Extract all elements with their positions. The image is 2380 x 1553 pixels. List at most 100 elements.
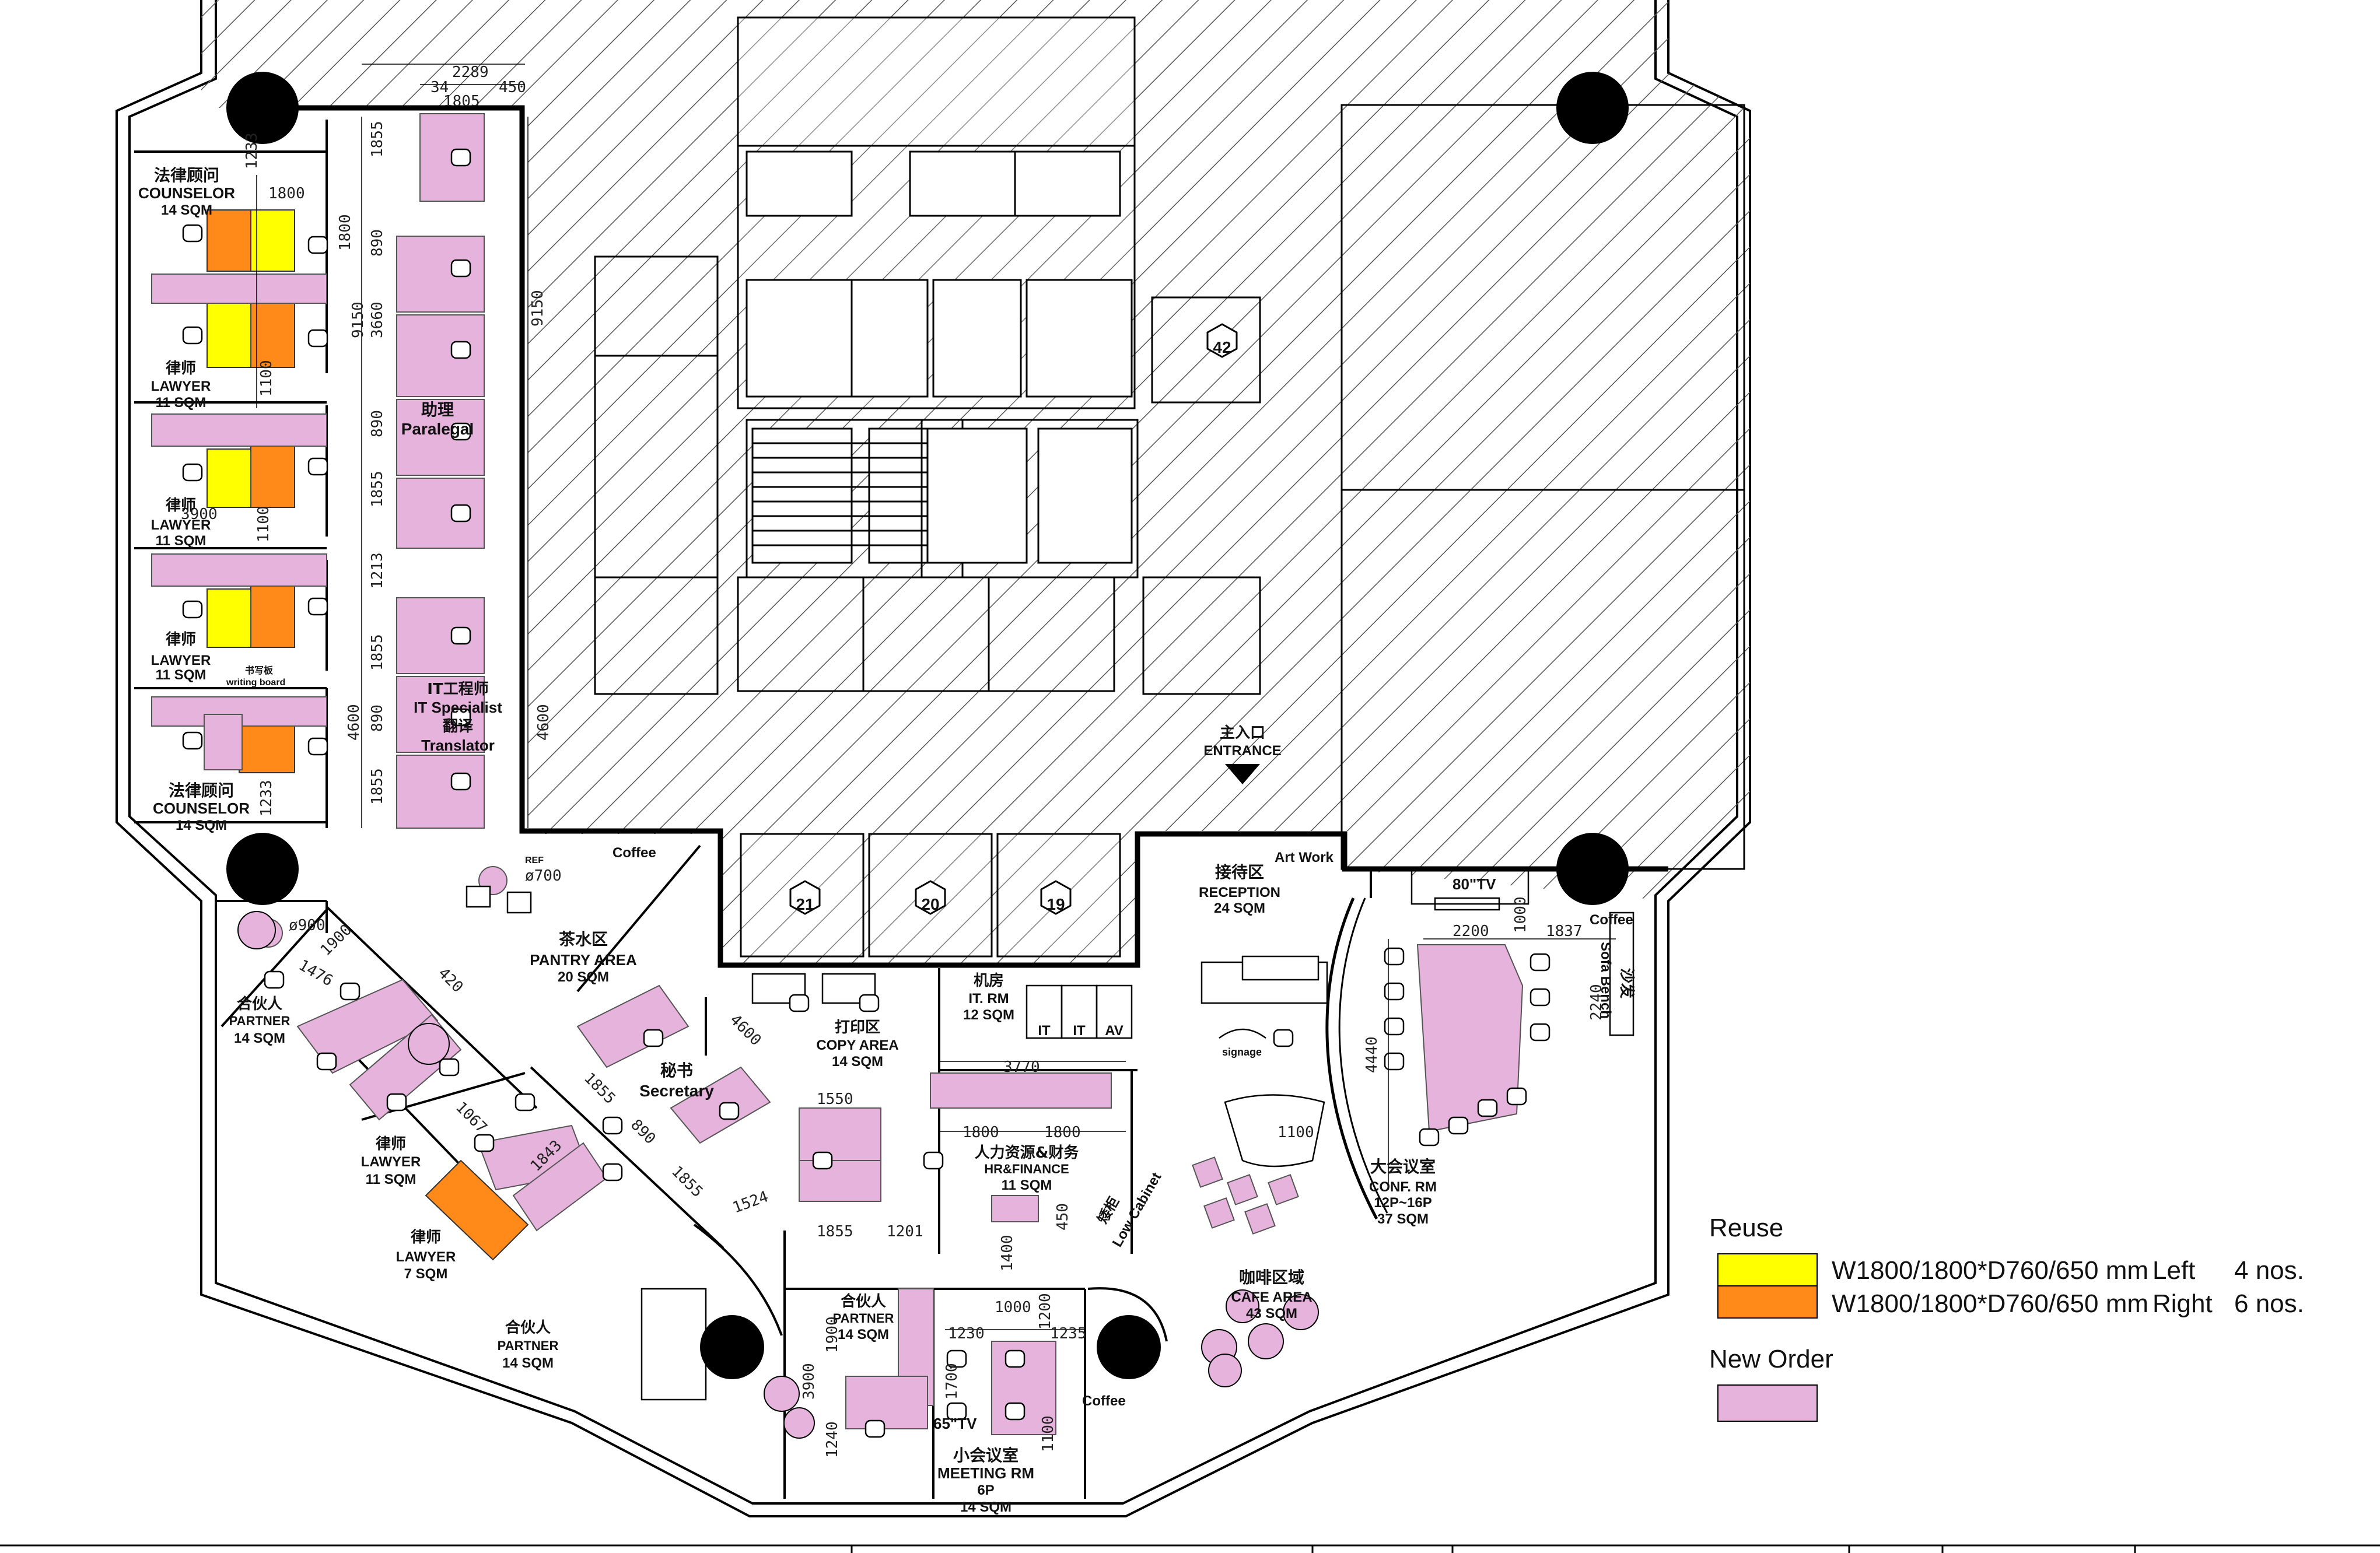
table-size-label: ø900	[289, 917, 326, 934]
chair	[602, 1116, 623, 1135]
sofa-label-zh: 沙发	[1618, 968, 1636, 998]
chair	[307, 457, 328, 476]
ref-label: REF	[525, 856, 544, 865]
room-zh: 人力资源&财务	[975, 1144, 1079, 1162]
dim-label: 1200	[1037, 1293, 1054, 1330]
chair	[864, 1419, 886, 1438]
dim-label: 1230	[948, 1325, 985, 1342]
room-en: LAWYER	[361, 1154, 421, 1170]
chair	[307, 597, 328, 616]
dim-label: 1100	[258, 360, 275, 397]
room-en: LAWYER	[151, 378, 211, 394]
entrance-arrow-icon	[1225, 764, 1260, 784]
room-zh: 律师	[411, 1229, 441, 1246]
room-en: COUNSELOR	[153, 800, 250, 817]
room-zh: 大会议室	[1370, 1157, 1436, 1176]
dim-label: 1800	[337, 214, 354, 251]
column	[226, 833, 299, 905]
column	[700, 1315, 764, 1379]
chair	[1384, 1052, 1405, 1071]
rack-label: IT	[1073, 1023, 1086, 1039]
room-area: 11 SQM	[156, 667, 206, 683]
room-cap: 12P~16P	[1374, 1195, 1432, 1211]
coffee-label: Coffee	[1590, 912, 1633, 928]
room-area: 11 SQM	[366, 1172, 416, 1187]
chair	[182, 326, 203, 345]
chair	[514, 1093, 536, 1112]
room-en: RECEPTION	[1199, 885, 1280, 900]
column	[1097, 1315, 1161, 1379]
room-area: 11 SQM	[1002, 1177, 1052, 1193]
dim-label: 4600	[535, 704, 552, 741]
sofa-bench-label: Sofa Bench	[1598, 942, 1614, 1019]
chair	[182, 224, 203, 243]
lift-number: 21	[796, 895, 814, 913]
dim-label: 890	[627, 1116, 659, 1148]
dim-label: 1235	[1050, 1325, 1087, 1342]
dim-label: 1233	[243, 132, 261, 169]
dim-label: 450	[499, 79, 526, 96]
room-en: Translator	[421, 737, 495, 754]
chair	[719, 1102, 740, 1120]
legend-qty: 6 nos.	[2234, 1289, 2304, 1318]
dimension-lines	[256, 64, 1616, 1330]
room-zh: 律师	[166, 360, 196, 377]
room-area: 14 SQM	[832, 1054, 883, 1070]
dim-label: 1240	[824, 1421, 841, 1458]
chair	[450, 422, 471, 441]
tv-80-label: 80"TV	[1452, 875, 1496, 893]
dim-label: 1000	[1512, 896, 1530, 933]
column	[226, 72, 299, 144]
room-zh: 律师	[166, 497, 196, 514]
dim-label: 34	[430, 79, 449, 96]
dim-label: 1855	[580, 1070, 618, 1107]
chair	[307, 329, 328, 348]
dim-label: 890	[369, 229, 386, 257]
room-area: 20 SQM	[558, 969, 609, 985]
chair	[450, 148, 471, 167]
room-area: 14 SQM	[960, 1499, 1012, 1515]
room-en: IT. RM	[968, 991, 1009, 1007]
room-en: LAWYER	[151, 517, 211, 533]
dim-label: 1805	[443, 93, 480, 110]
chair	[1273, 1029, 1294, 1047]
legend-side: Right	[2152, 1289, 2213, 1318]
chair	[643, 1029, 664, 1047]
chair	[439, 1058, 460, 1077]
chair	[450, 772, 471, 791]
room-zh: 秘书	[660, 1061, 693, 1080]
chair	[859, 994, 880, 1012]
dim-label: 1233	[258, 780, 275, 816]
signage-label: signage	[1222, 1046, 1262, 1058]
coffee-label: Coffee	[612, 845, 656, 861]
reuse-desk-right	[206, 209, 251, 272]
room-zh: 打印区	[835, 1019, 880, 1036]
room-area: 14 SQM	[838, 1327, 889, 1342]
legend: Reuse W1800/1800*D760/650 mm Left 4 nos.…	[1709, 1214, 2304, 1422]
chair	[602, 1163, 623, 1182]
interior-walls	[134, 105, 1668, 1499]
dim-label: 1400	[999, 1235, 1016, 1271]
lift-number: 19	[1046, 895, 1065, 913]
chair	[1448, 1116, 1469, 1135]
chair	[923, 1151, 944, 1170]
chair	[1005, 1402, 1026, 1421]
chair	[182, 463, 203, 482]
room-area: 11 SQM	[156, 395, 206, 411]
reuse-desk-right	[250, 443, 295, 508]
room-en: LAWYER	[396, 1249, 456, 1265]
dim-label: 1100	[255, 506, 272, 542]
new-order-furniture	[151, 113, 1524, 1435]
room-area: 12 SQM	[963, 1007, 1014, 1023]
reuse-desk-right	[425, 1159, 529, 1261]
dim-label: 3900	[800, 1363, 818, 1400]
dim-label: 3900	[181, 506, 218, 523]
room-en: IT Specialist	[414, 699, 502, 716]
chair	[789, 994, 810, 1012]
dim-label: 1550	[817, 1091, 853, 1108]
dim-label: 1855	[668, 1163, 706, 1201]
room-en: PARTNER	[498, 1338, 559, 1353]
chair	[307, 737, 328, 756]
room-zh: 茶水区	[559, 930, 608, 949]
